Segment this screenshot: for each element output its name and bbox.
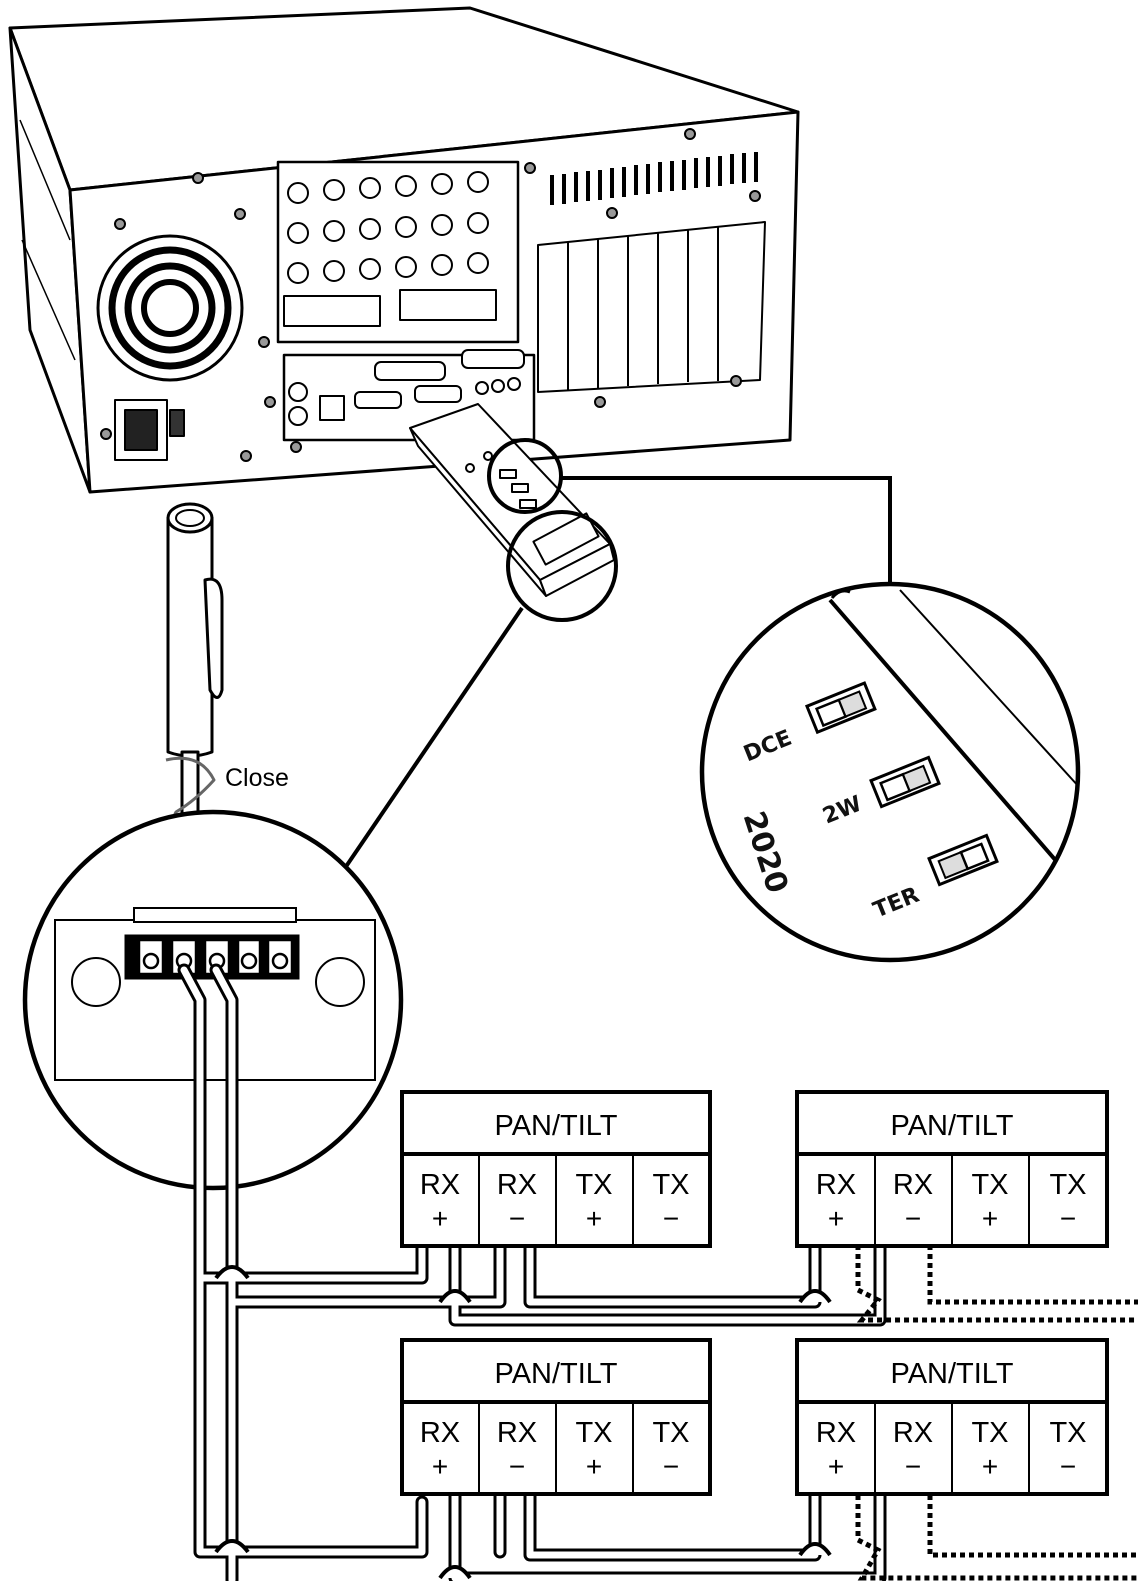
db25-port-2: [461, 349, 525, 369]
close-label: Close: [225, 764, 289, 792]
terminal-name: TX: [971, 1417, 1008, 1449]
terminal-sign: −: [1060, 1203, 1076, 1234]
terminal-sign: +: [586, 1203, 602, 1234]
pan-tilt-unit-2: PAN/TILT RX + RX − TX + TX −: [795, 1090, 1109, 1248]
terminal-name: TX: [575, 1417, 612, 1449]
db9-port-1: [354, 391, 402, 409]
pan-tilt-unit-3: PAN/TILT RX + RX − TX + TX −: [400, 1338, 712, 1496]
continuation-wires: [855, 1245, 1138, 1581]
terminal-sign: +: [828, 1451, 844, 1482]
panel-screws: [100, 128, 761, 462]
terminal-sign: −: [1060, 1451, 1076, 1482]
wire-crossovers: [214, 1265, 832, 1580]
db9-port-2: [414, 385, 462, 403]
sensor-terminal-block: [283, 295, 381, 327]
terminal-sign: +: [586, 1451, 602, 1482]
switch-callout: DCE 2W TER 2020: [699, 581, 1081, 963]
switch-callout-leader: [560, 476, 892, 585]
terminal-zoom-marker: [506, 510, 618, 622]
terminal-name: RX: [893, 1169, 933, 1201]
ps2-port-2: [288, 406, 308, 426]
fan-grille: [96, 234, 244, 382]
expansion-slots: [537, 221, 766, 393]
dvr-unit: [8, 6, 800, 494]
ps2-port-1: [288, 382, 308, 402]
terminal-sign: −: [905, 1451, 921, 1482]
terminal-callout-leader: [343, 606, 524, 870]
board-screw-right: [315, 957, 365, 1007]
vent-slots: [550, 152, 758, 205]
audio-jack-3: [507, 377, 521, 391]
terminal-callout: [22, 809, 404, 1191]
pan-tilt-title: PAN/TILT: [891, 1358, 1014, 1390]
converter-terminal-block: [532, 512, 600, 566]
terminal-sign: +: [982, 1203, 998, 1234]
pan-tilt-title: PAN/TILT: [495, 1110, 618, 1142]
usb-ports: [319, 395, 345, 421]
terminal-sign: −: [509, 1203, 525, 1234]
audio-jack-1: [475, 381, 489, 395]
terminal-name: TX: [1049, 1417, 1086, 1449]
terminal-name: RX: [816, 1417, 856, 1449]
terminal-sign: +: [982, 1451, 998, 1482]
pan-tilt-unit-1: PAN/TILT RX + RX − TX + TX −: [400, 1090, 712, 1248]
board-screw-left: [71, 957, 121, 1007]
terminal-name: RX: [893, 1417, 933, 1449]
terminal-name: TX: [652, 1417, 689, 1449]
pan-tilt-title: PAN/TILT: [495, 1358, 618, 1390]
terminal-name: TX: [971, 1169, 1008, 1201]
terminal-sign: −: [509, 1451, 525, 1482]
terminal-name: TX: [575, 1169, 612, 1201]
terminal-name: RX: [497, 1417, 537, 1449]
terminal-sign: −: [905, 1203, 921, 1234]
audio-jack-2: [491, 379, 505, 393]
terminal-name: RX: [420, 1169, 460, 1201]
ter-switch[interactable]: [927, 833, 999, 887]
terminal-sign: −: [663, 1203, 679, 1234]
pan-tilt-unit-4: PAN/TILT RX + RX − TX + TX −: [795, 1338, 1109, 1496]
power-inlet: [114, 399, 185, 461]
terminal-name: RX: [497, 1169, 537, 1201]
bus-wires-inner: [180, 966, 884, 1581]
terminal-sign: +: [828, 1203, 844, 1234]
terminal-5: [266, 938, 294, 976]
rs485-converter: [409, 403, 615, 597]
terminal-sign: +: [432, 1203, 448, 1234]
alarm-terminal-block: [399, 289, 497, 321]
terminal-name: TX: [652, 1169, 689, 1201]
terminal-name: RX: [816, 1169, 856, 1201]
2w-switch[interactable]: [869, 755, 941, 809]
db25-port-1: [374, 361, 446, 381]
pan-tilt-title: PAN/TILT: [891, 1110, 1014, 1142]
bnc-connectors: [287, 171, 489, 284]
terminal-name: RX: [420, 1417, 460, 1449]
dce-switch[interactable]: [804, 681, 877, 735]
terminal-sign: −: [663, 1451, 679, 1482]
terminal-sign: +: [432, 1451, 448, 1482]
terminal-name: TX: [1049, 1169, 1086, 1201]
